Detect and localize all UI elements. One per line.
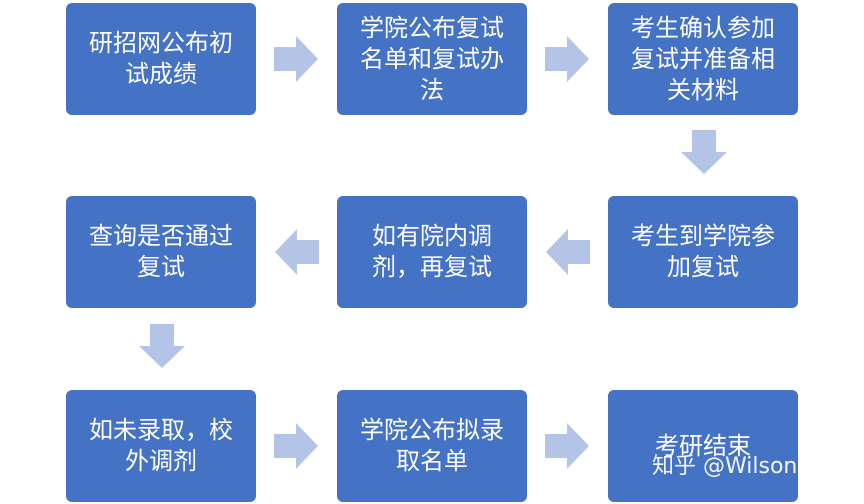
step-label-5: 如有院内调剂，再复试	[372, 222, 492, 281]
step-box-8: 学院公布拟录取名单	[337, 390, 527, 502]
arrow-right-icon	[545, 36, 589, 82]
step-label-9: 考研结束	[655, 431, 751, 460]
step-label-3: 考生确认参加复试并准备相关材料	[631, 13, 775, 104]
step-box-3: 考生确认参加复试并准备相关材料	[608, 3, 798, 115]
step-label-6: 查询是否通过复试	[89, 222, 233, 281]
arrow-right-icon	[274, 36, 318, 82]
step-box-4: 考生到学院参加复试	[608, 196, 798, 308]
step-box-5: 如有院内调剂，再复试	[337, 196, 527, 308]
watermark-text: 知乎 @Wilson罗	[652, 454, 820, 479]
step-label-2: 学院公布复试名单和复试办法	[360, 13, 504, 104]
step-label-8: 学院公布拟录取名单	[360, 416, 504, 475]
arrow-left-icon	[546, 229, 590, 275]
step-box-9: 考研结束	[608, 390, 798, 502]
arrow-right-icon	[274, 423, 318, 469]
arrow-right-icon	[545, 423, 589, 469]
step-box-6: 查询是否通过复试	[66, 196, 256, 308]
step-box-2: 学院公布复试名单和复试办法	[337, 3, 527, 115]
arrow-down-icon	[681, 130, 727, 174]
arrow-down-icon	[139, 324, 185, 368]
step-label-7: 如未录取，校外调剂	[89, 416, 233, 475]
step-box-1: 研招网公布初试成绩	[66, 3, 256, 115]
step-box-7: 如未录取，校外调剂	[66, 390, 256, 502]
step-label-1: 研招网公布初试成绩	[89, 29, 233, 88]
arrow-left-icon	[275, 229, 319, 275]
step-label-4: 考生到学院参加复试	[631, 222, 775, 281]
